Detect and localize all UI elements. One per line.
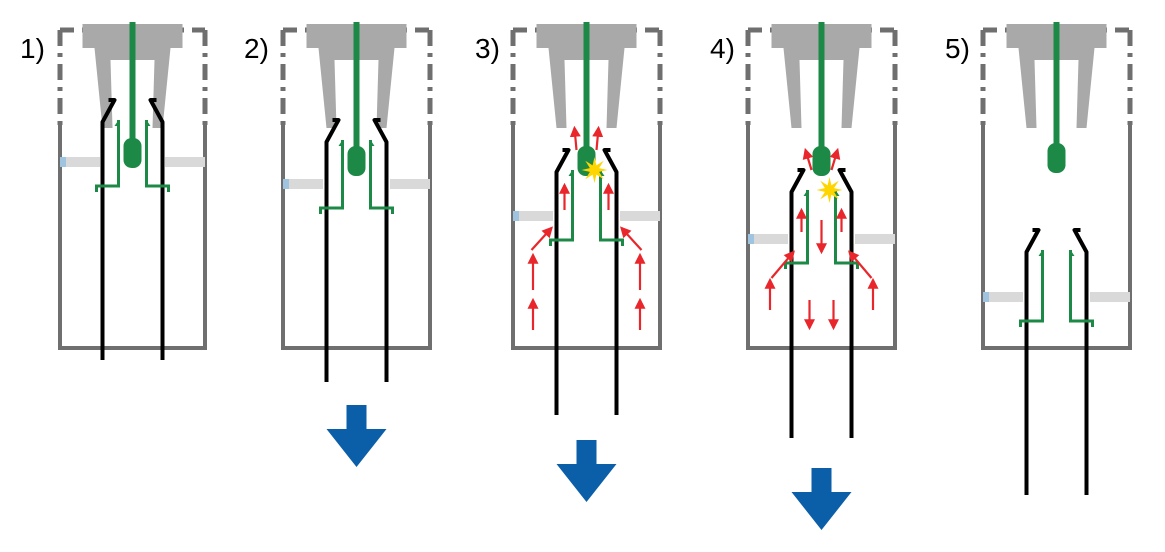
plate-left bbox=[283, 179, 323, 189]
latch-hook-right bbox=[835, 190, 840, 196]
housing-lower-wall bbox=[281, 125, 432, 350]
latch-left bbox=[319, 140, 344, 214]
flow-arrow bbox=[770, 250, 795, 279]
latch-right bbox=[369, 140, 394, 214]
plate-tip bbox=[60, 157, 66, 167]
plate-tip bbox=[983, 292, 989, 302]
sleeve-right bbox=[837, 168, 854, 438]
plate-left bbox=[983, 292, 1023, 302]
cap bbox=[82, 24, 183, 128]
housing-upper-wall bbox=[57, 30, 208, 125]
step-label-4: 4) bbox=[710, 33, 735, 64]
plate-tip bbox=[748, 234, 754, 244]
sleeve-left bbox=[100, 98, 117, 360]
cap bbox=[306, 24, 407, 128]
sleeve-left bbox=[324, 118, 341, 382]
latch-right bbox=[145, 120, 170, 192]
step-panel-4 bbox=[745, 22, 898, 530]
plate-left bbox=[513, 211, 553, 221]
latch-hook-left bbox=[568, 170, 573, 176]
step-label-5: 5) bbox=[945, 33, 970, 64]
latch-hook-right bbox=[1070, 250, 1075, 256]
latch-right bbox=[1069, 250, 1094, 327]
latch-right bbox=[599, 170, 624, 246]
plate-left bbox=[748, 234, 788, 244]
cap bbox=[536, 24, 637, 128]
plate-right bbox=[165, 157, 205, 167]
plate-right bbox=[1090, 292, 1130, 302]
spark-icon bbox=[816, 177, 843, 203]
plate-tip bbox=[283, 179, 289, 189]
sleeve-right bbox=[148, 98, 165, 360]
flow-arrow bbox=[848, 250, 873, 279]
rod bbox=[129, 22, 136, 146]
sleeve-right bbox=[1072, 228, 1089, 495]
flow-arrow bbox=[592, 125, 604, 151]
step-label-1: 1) bbox=[20, 33, 45, 64]
housing-upper-wall bbox=[510, 30, 663, 125]
sleeve-left bbox=[789, 168, 806, 438]
rod bbox=[583, 22, 590, 154]
sleeve-right bbox=[602, 148, 619, 415]
rod-bulb bbox=[812, 146, 831, 176]
push-arrow-icon bbox=[791, 468, 852, 530]
housing-lower-wall bbox=[511, 125, 662, 350]
cap bbox=[1006, 24, 1107, 128]
step-panel-1 bbox=[57, 22, 208, 360]
plate-right bbox=[390, 179, 430, 189]
housing-lower-wall bbox=[981, 125, 1132, 350]
latch-hook-right bbox=[600, 170, 605, 176]
flow-arrow bbox=[802, 147, 814, 171]
latch-hook-right bbox=[370, 140, 375, 146]
plate-tip bbox=[513, 211, 519, 221]
step-panel-2 bbox=[280, 22, 433, 467]
latch-left bbox=[784, 190, 809, 269]
latch-hook-right bbox=[146, 120, 151, 126]
plate-left bbox=[60, 157, 100, 167]
sleeve-left bbox=[554, 148, 571, 415]
sleeve-right bbox=[372, 118, 389, 382]
latch-hook-left bbox=[803, 190, 808, 196]
housing-lower-wall bbox=[58, 125, 207, 350]
housing-upper-wall bbox=[280, 30, 433, 125]
push-arrow-icon bbox=[556, 440, 617, 502]
latch-right bbox=[834, 190, 859, 269]
latch-hook-left bbox=[338, 140, 343, 146]
rod-bulb bbox=[347, 146, 366, 176]
cap bbox=[771, 24, 872, 128]
rod bbox=[818, 22, 825, 154]
flow-arrow bbox=[829, 147, 841, 171]
latch-left bbox=[1019, 250, 1044, 327]
latch-left bbox=[95, 120, 120, 192]
sleeve-left bbox=[1024, 228, 1041, 495]
flow-arrow bbox=[569, 125, 581, 151]
plate-right bbox=[855, 234, 895, 244]
step-panel-3 bbox=[510, 22, 663, 502]
rod bbox=[353, 22, 360, 154]
flow-arrow bbox=[530, 226, 553, 251]
flow-arrow bbox=[620, 226, 643, 251]
latch-hook-left bbox=[114, 120, 119, 126]
rod-bulb bbox=[123, 138, 142, 168]
latch-hook-left bbox=[1038, 250, 1043, 256]
housing-upper-wall bbox=[745, 30, 898, 125]
step-panel-5 bbox=[980, 22, 1133, 495]
rod bbox=[1053, 22, 1060, 151]
step-label-3: 3) bbox=[475, 33, 500, 64]
push-arrow-icon bbox=[326, 405, 387, 467]
housing-upper-wall bbox=[980, 30, 1133, 125]
spark-icon bbox=[581, 157, 608, 183]
plate-right bbox=[620, 211, 660, 221]
rod-bulb bbox=[1047, 143, 1066, 173]
latch-left bbox=[549, 170, 574, 246]
step-label-2: 2) bbox=[244, 33, 269, 64]
